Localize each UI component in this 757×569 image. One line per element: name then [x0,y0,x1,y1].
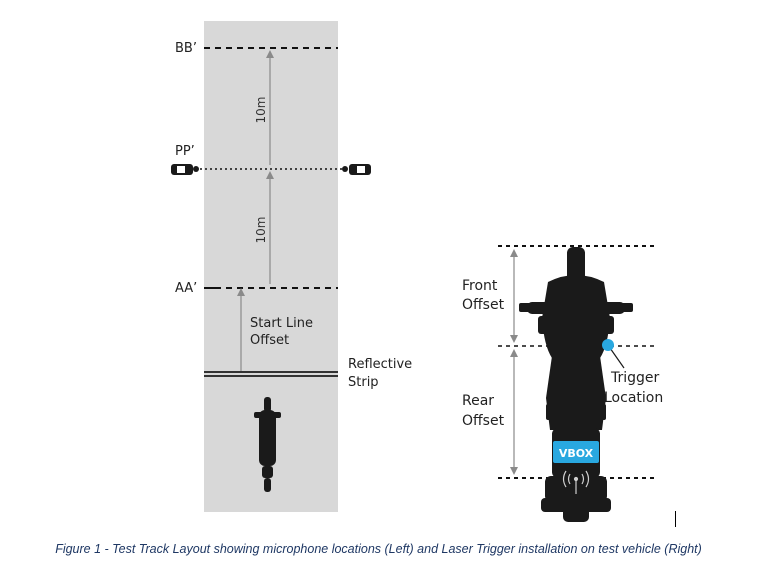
microphone-right-icon [342,164,371,175]
start-offset-label-1: Start Line [250,316,313,331]
bb-label: BB’ [175,41,197,56]
vehicle-motorcycle-icon [519,247,633,522]
track-motorcycle-icon [254,397,281,492]
pp-label: PP’ [175,144,195,159]
vbox-badge [553,441,599,463]
reflective-strip-label-2: Strip [348,375,379,390]
distance-arrow-upper [266,50,274,165]
trigger-pointer [609,347,625,369]
aa-label: AA’ [175,281,197,296]
figure-caption: Figure 1 - Test Track Layout showing mic… [55,542,702,556]
start-offset-label-2: Offset [250,333,289,348]
front-offset-label-1: Front [462,278,498,294]
distance-label-upper: 10m [254,97,268,124]
trigger-label-2: Location [604,390,663,406]
vbox-label: VBOX [559,447,594,460]
text-cursor [675,511,676,527]
front-offset-arrow [510,249,518,343]
front-offset-label-2: Offset [462,297,505,313]
distance-label-lower: 10m [254,217,268,244]
trigger-label-1: Trigger [610,370,660,386]
trigger-location-dot [602,339,614,351]
reflective-strip-label-1: Reflective [348,357,412,372]
antenna-icon [562,470,590,494]
rear-offset-arrow [510,349,518,475]
microphone-left-icon [171,164,199,175]
reflective-strip [204,371,338,377]
distance-arrow-lower [266,171,274,284]
rear-offset-label-1: Rear [462,393,494,409]
start-offset-arrow [237,288,245,371]
rear-offset-label-2: Offset [462,413,505,429]
